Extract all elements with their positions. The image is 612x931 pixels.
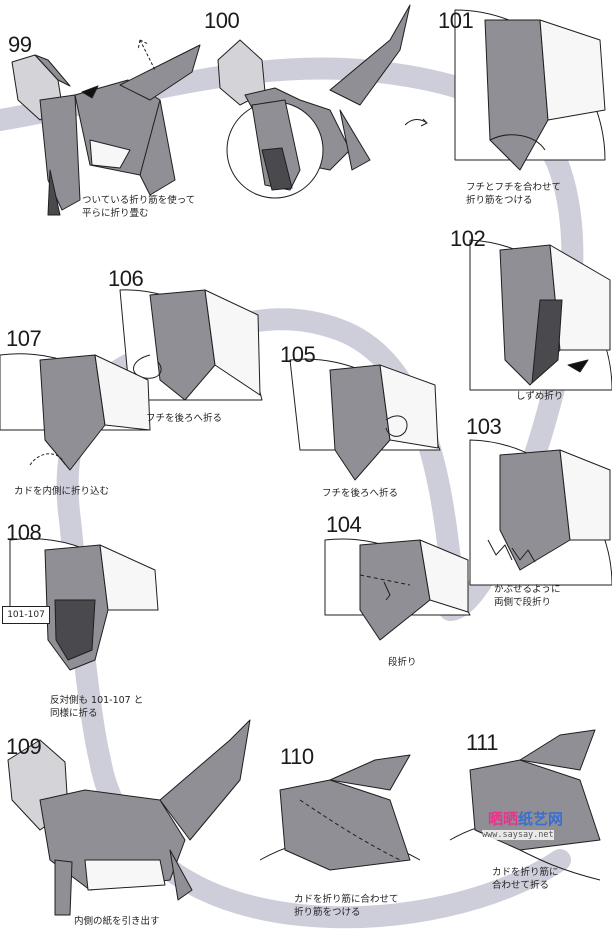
step-110-caption: カドを折り筋に合わせて 折り筋をつける (294, 893, 399, 919)
caption-line: 段折り (388, 657, 417, 668)
step-105-caption: フチを後ろへ折る (322, 487, 398, 500)
step-108-figure (9, 538, 159, 671)
step-110-figure (259, 754, 421, 871)
step-number-103: 103 (466, 414, 502, 439)
step-104-figure (324, 538, 471, 641)
step-105-figure (289, 358, 441, 481)
step-99-figure (11, 39, 201, 216)
caption-line: しずめ折り (516, 391, 564, 402)
caption-line: カドを折り筋に (492, 867, 559, 878)
watermark-url: www.saysay.net (482, 830, 554, 840)
step-number-105: 105 (280, 342, 316, 367)
step-102-figure (469, 239, 612, 391)
caption-line: カドを折り筋に合わせて (294, 894, 399, 905)
step-number-111: 111 (466, 730, 498, 755)
caption-line: ついている折り筋を使って (82, 195, 196, 206)
step-99-caption: ついている折り筋を使って 平らに折り畳む (82, 194, 195, 220)
step-number-99: 99 (8, 32, 32, 57)
step-111-caption: カドを折り筋に 合わせて折る (492, 866, 559, 892)
step-107-figure (0, 353, 151, 471)
step-100-arrow (404, 118, 428, 127)
step-number-104: 104 (326, 512, 362, 537)
caption-line: 同様に折る (50, 708, 98, 719)
caption-line: 反対側も 101-107 と (50, 695, 144, 706)
caption-line: フチを後ろへ折る (146, 413, 223, 424)
step-106-figure (119, 289, 263, 401)
watermark-logo: 晒晒纸艺网 (488, 808, 563, 829)
step-103-figure (469, 439, 612, 586)
step-101-caption: フチとフチを合わせて 折り筋をつける (466, 181, 561, 207)
step-100-figure (217, 4, 411, 199)
caption-line: 合わせて折る (492, 880, 550, 891)
step-number-107: 107 (6, 326, 42, 351)
step-number-108: 108 (6, 520, 42, 545)
step-106-caption: フチを後ろへ折る (146, 412, 222, 425)
step-103-caption: かぶせるように 両側で段折り (494, 583, 561, 609)
step-number-101: 101 (438, 8, 474, 33)
watermark-logo-part2: 纸艺网 (518, 810, 564, 828)
step-109-figure (7, 719, 251, 916)
step-107-caption: カドを内側に折り込む (14, 485, 109, 498)
caption-line: 折り筋をつける (466, 195, 533, 206)
caption-line: フチとフチを合わせて (466, 182, 562, 193)
step-101-figure (454, 9, 606, 171)
caption-line: フチを後ろへ折る (322, 488, 399, 499)
step-number-109: 109 (6, 734, 42, 759)
step-number-106: 106 (108, 266, 144, 291)
reference-box: 101-107 (2, 606, 50, 624)
step-number-100: 100 (204, 8, 240, 33)
step-102-caption: しずめ折り (516, 390, 563, 403)
caption-line: 両側で段折り (494, 597, 552, 608)
watermark-logo-part1: 晒晒 (488, 810, 519, 828)
step-number-110: 110 (280, 744, 314, 769)
step-number-102: 102 (450, 226, 486, 251)
caption-line: カドを内側に折り込む (14, 486, 110, 497)
caption-line: かぶせるように (494, 584, 561, 595)
step-104-caption: 段折り (388, 656, 417, 669)
caption-line: 折り筋をつける (294, 907, 361, 918)
caption-line: 内側の紙を引き出す (74, 916, 160, 927)
caption-line: 平らに折り畳む (82, 208, 149, 219)
step-108-caption: 反対側も 101-107 と 同様に折る (50, 694, 143, 720)
step-109-caption: 内側の紙を引き出す (74, 915, 160, 928)
